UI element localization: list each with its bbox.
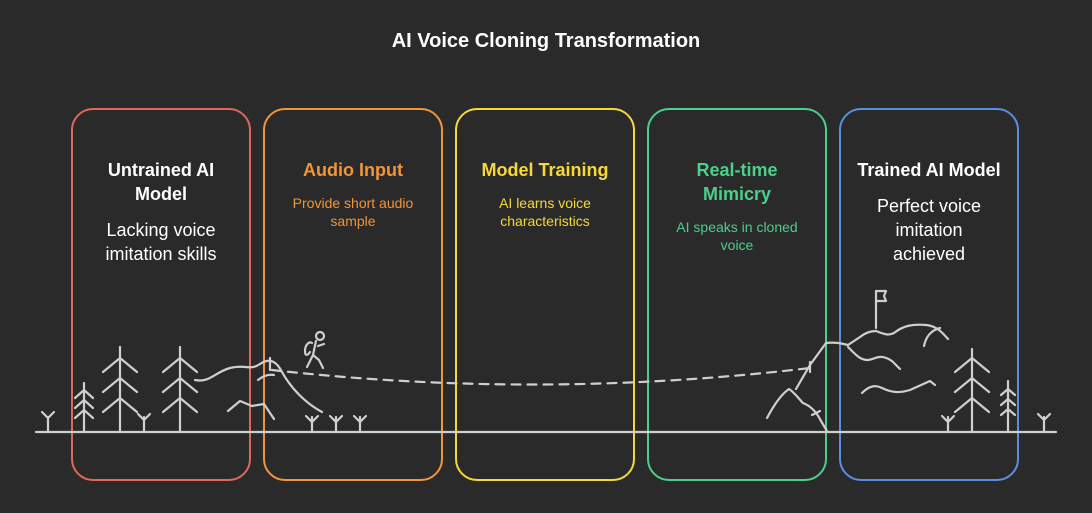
small-tree-icon	[73, 381, 95, 433]
small-tree-icon	[999, 379, 1017, 433]
mountain-outline	[860, 379, 937, 395]
stage-model-training: Model Training AI learns voice character…	[455, 108, 635, 481]
dashed-trail	[270, 366, 812, 386]
grass-icon	[136, 412, 152, 433]
grass-icon	[940, 414, 956, 433]
stage-heading: Trained AI Model	[857, 160, 1001, 180]
grass-icon	[328, 414, 344, 433]
hill-outline	[193, 359, 324, 414]
diagram-title: AI Voice Cloning Transformation	[391, 30, 701, 52]
flag-icon	[874, 289, 888, 330]
grass-icon	[304, 414, 320, 433]
stage-description: AI learns voice characteristics	[499, 195, 591, 229]
tree-icon	[101, 345, 139, 433]
hill-outline	[226, 399, 276, 421]
tree-icon	[953, 347, 991, 433]
stage-description: Perfect voice imitation achieved	[876, 196, 982, 264]
stage-untrained-ai-model: Untrained AI Model Lacking voice imitati…	[71, 108, 251, 481]
mountain-outline	[794, 323, 950, 391]
hill-outline	[256, 373, 276, 382]
stage-description: Lacking voice imitation skills	[105, 220, 217, 264]
stage-heading: Real-time Mimicry	[696, 160, 778, 204]
stage-description: AI speaks in cloned voice	[676, 219, 798, 253]
stage-heading: Model Training	[481, 160, 609, 180]
grass-icon	[40, 410, 56, 433]
stage-heading: Audio Input	[303, 160, 403, 180]
stage-description: Provide short audio sample	[292, 195, 414, 229]
grass-icon	[1036, 412, 1052, 433]
stage-real-time-mimicry: Real-time Mimicry AI speaks in cloned vo…	[647, 108, 827, 481]
stage-trained-ai-model: Trained AI Model Perfect voice imitation…	[839, 108, 1019, 481]
grass-icon	[352, 414, 368, 433]
mountain-outline	[846, 345, 902, 371]
tree-icon	[161, 345, 199, 433]
hiker-icon	[303, 330, 326, 370]
mountain-outline	[922, 326, 942, 348]
stage-audio-input: Audio Input Provide short audio sample	[263, 108, 443, 481]
stage-heading: Untrained AI Model	[107, 160, 215, 204]
mountain-outline	[810, 409, 822, 417]
mountain-outline	[765, 387, 829, 433]
